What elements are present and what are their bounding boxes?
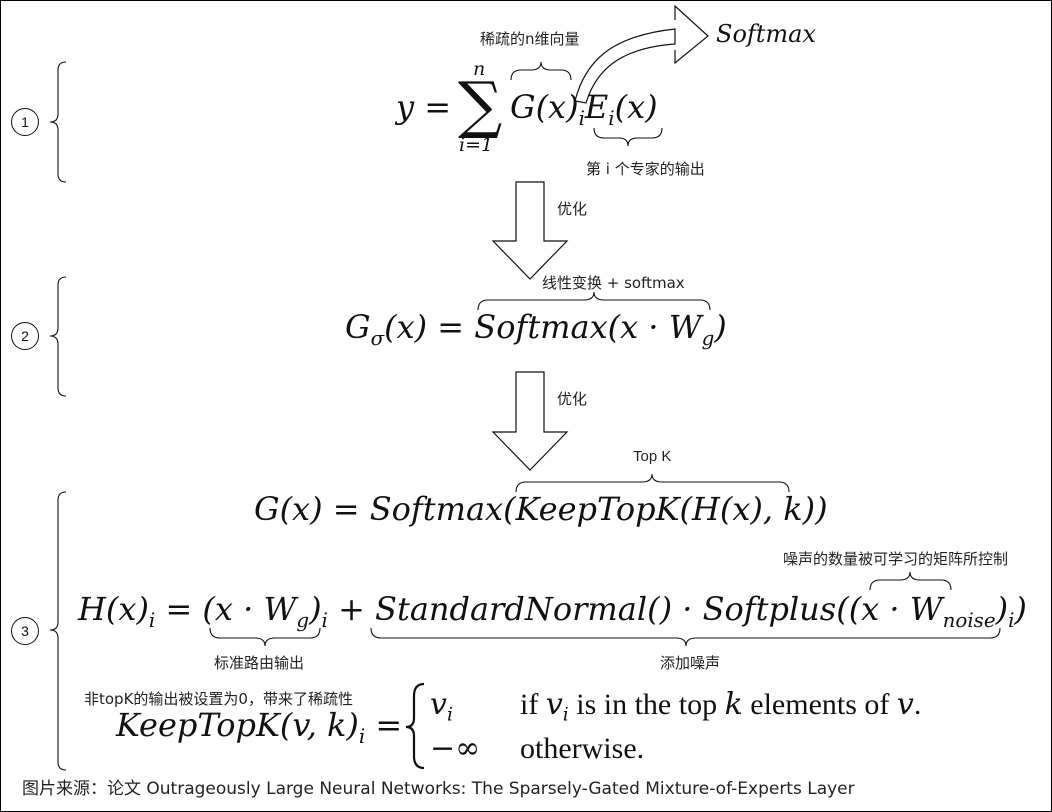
block-arrow-1 (491, 181, 569, 280)
block-arrow-2 (491, 371, 569, 471)
source-caption: 图片来源：论文 Outrageously Large Neural Networ… (22, 779, 855, 799)
section-badge-1: 1 (11, 108, 39, 136)
case1-condition: if vi is in the top k elements of v. (520, 687, 922, 726)
section-bracket-2 (49, 276, 67, 397)
eq2-formula: Gσ(x) = Softmax(x · Wg) (345, 308, 727, 350)
arrow1-label: 优化 (557, 200, 588, 218)
section-badge-3: 3 (11, 617, 39, 645)
note-noise-matrix: 噪声的数量被可学习的矩阵所控制 (783, 550, 1009, 568)
brace-over-wnoise (869, 571, 952, 591)
cases-conditions: if vi is in the top k elements of v. oth… (520, 683, 921, 771)
note-standard-routing: 标准路由输出 (214, 654, 305, 672)
note-sparsity: 非topK的输出被设置为0，带来了稀疏性 (84, 690, 353, 708)
cases-values: vi −∞ (430, 683, 480, 771)
brace-over-gx (510, 61, 572, 81)
eq4-formula: H(x)i = (x · Wg)i + StandardNormal() · S… (78, 590, 1027, 632)
section-bracket-3 (49, 491, 67, 771)
case2-value: −∞ (430, 731, 481, 766)
eq3-formula: G(x) = Softmax(KeepTopK(H(x), k)) (254, 490, 828, 528)
section-badge-2: 2 (11, 322, 39, 350)
softmax-target-label: Softmax (716, 20, 817, 48)
section-bracket-1 (49, 61, 67, 183)
note-sparse-vector: 稀疏的n维向量 (480, 30, 580, 48)
note-add-noise: 添加噪声 (660, 654, 721, 672)
note-linear-softmax: 线性变换 + softmax (542, 274, 685, 292)
note-topk: Top K (633, 448, 672, 465)
eq5-lhs: KeepTopK(v, k)i = (116, 706, 403, 748)
sum-upper-limit: n (473, 58, 486, 80)
curved-arrow-head (674, 4, 709, 65)
brace-under-ex (593, 127, 663, 147)
arrow2-label: 优化 (557, 390, 588, 408)
sum-lower-limit: i=1 (459, 134, 494, 156)
eq1-lhs: y = (396, 88, 452, 126)
sum-symbol: ∑ (458, 68, 503, 141)
case1-value: vi (430, 687, 453, 726)
eq1-gating-term: G(x)iEi(x) (510, 88, 658, 130)
case2-condition: otherwise. (520, 732, 645, 765)
note-expert-output: 第 i 个专家的输出 (586, 160, 705, 178)
